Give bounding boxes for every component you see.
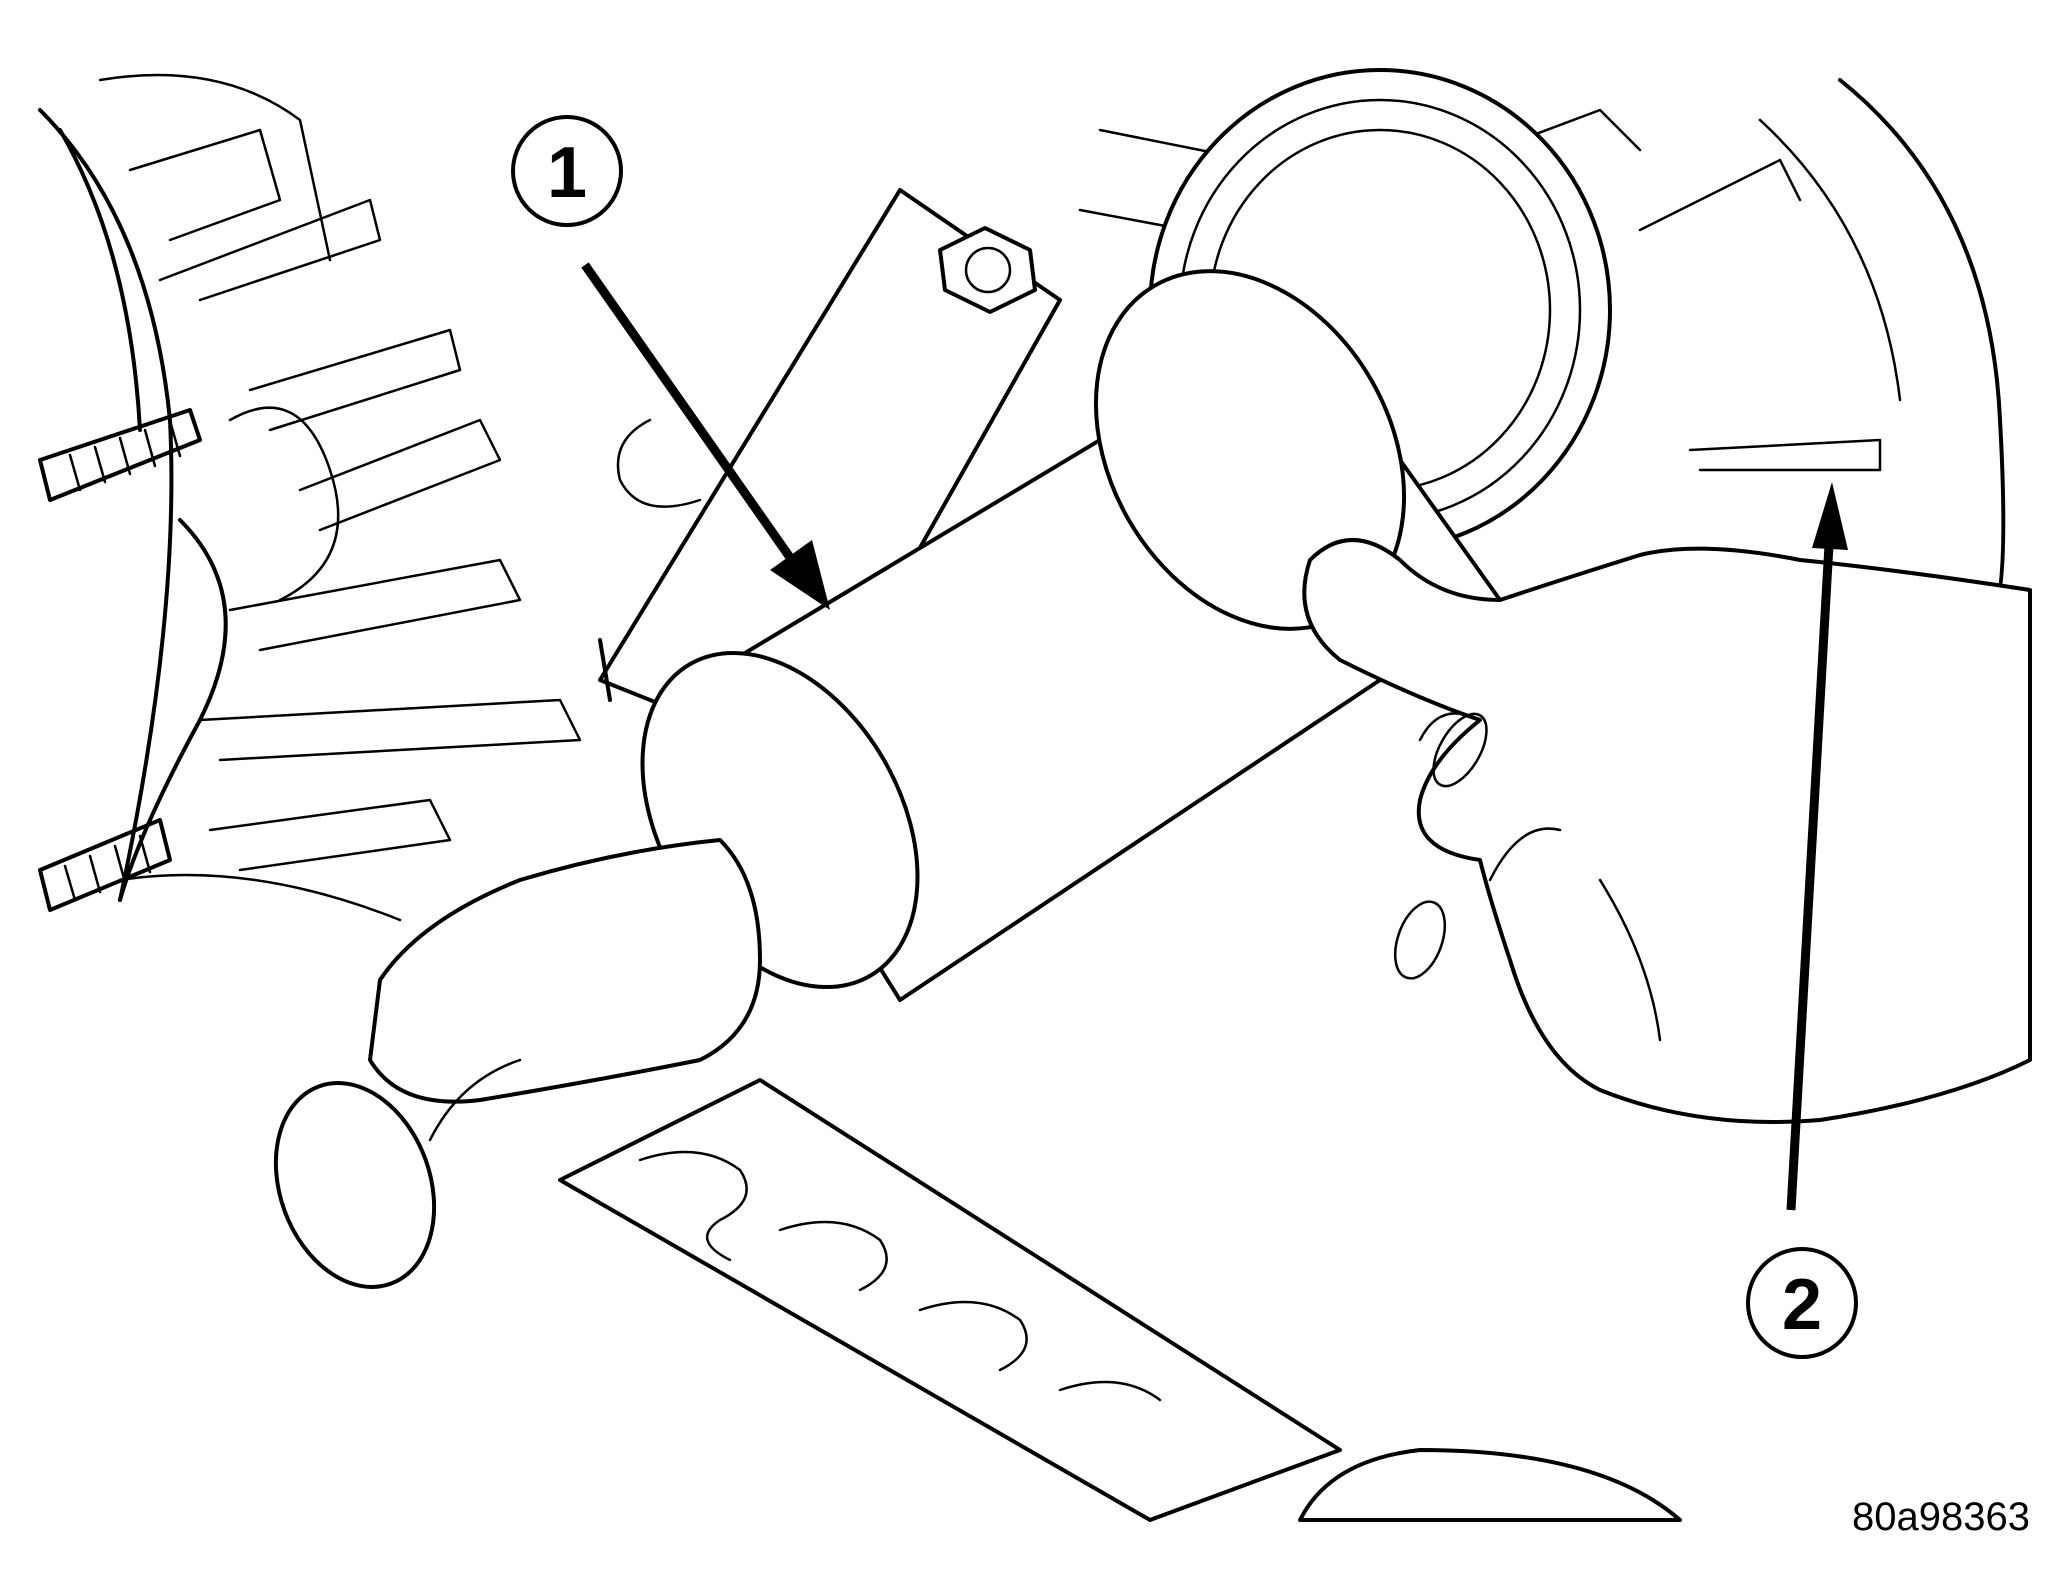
hand — [1302, 538, 2032, 1124]
callout-2-arrowhead — [1812, 482, 1848, 550]
callout-2-arrow — [1786, 544, 1834, 1211]
callout-1-arrow — [581, 262, 800, 569]
figure-id: 80a98363 — [1852, 1495, 2030, 1539]
callout-1-label: 1 — [547, 133, 587, 213]
wheel-stud-upper — [38, 408, 202, 502]
callout-2-label: 2 — [1782, 1265, 1822, 1345]
callout-1-arrowhead — [770, 540, 830, 610]
callout-1: 1 — [511, 115, 830, 610]
callout-2-circle — [1746, 1247, 1858, 1359]
bolt-head — [938, 226, 1037, 314]
axle-housing — [38, 73, 582, 922]
wheel-stud-lower — [38, 818, 172, 912]
callout-1-circle — [511, 115, 623, 227]
callout-2: 2 — [1746, 482, 1858, 1359]
hammer-head — [273, 838, 762, 1289]
hammer-handle — [558, 1078, 1682, 1522]
